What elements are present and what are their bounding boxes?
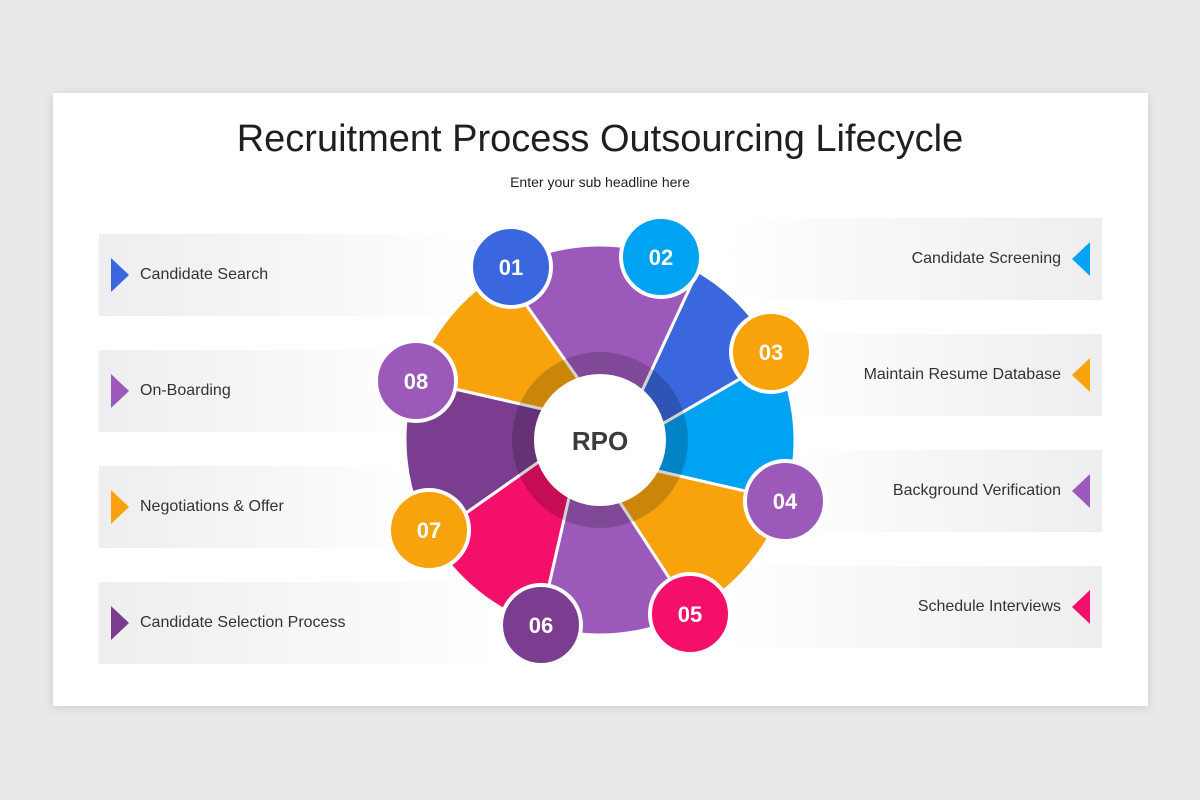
- step-bar-06: Candidate Selection Process: [99, 582, 499, 664]
- step-badge-05: [648, 572, 732, 656]
- triangle-marker-icon: [111, 258, 129, 292]
- step-label-maintain-resume-database: Maintain Resume Database: [863, 366, 1061, 383]
- step-number-02: 02: [649, 245, 673, 270]
- step-number-06: 06: [529, 613, 553, 638]
- step-number-01: 01: [499, 255, 523, 280]
- step-number-04: 04: [773, 489, 798, 514]
- step-badge-06: [499, 583, 583, 667]
- step-label-background-verification: Background Verification: [892, 482, 1061, 499]
- slide-title: Recruitment Process Outsourcing Lifecycl…: [236, 118, 964, 160]
- step-badge-07: [387, 488, 471, 572]
- center-label: RPO: [572, 426, 628, 456]
- cycle-badges: 01 02 03 04 05 06 07 08: [374, 215, 827, 667]
- step-bar-03: Maintain Resume Database: [782, 334, 1102, 416]
- triangle-marker-icon: [1072, 358, 1090, 392]
- step-number-07: 07: [417, 518, 441, 543]
- step-number-08: 08: [404, 369, 428, 394]
- center-circle: [534, 374, 666, 506]
- step-label-on-boarding: On-Boarding: [140, 382, 231, 399]
- step-bar-04: Background Verification: [782, 450, 1102, 532]
- step-label-candidate-search: Candidate Search: [140, 266, 269, 283]
- step-bar-02: Candidate Screening: [722, 218, 1102, 300]
- step-number-05: 05: [678, 602, 702, 627]
- step-number-03: 03: [759, 340, 783, 365]
- step-label-negotiations-offer: Negotiations & Offer: [140, 498, 284, 515]
- triangle-marker-icon: [111, 606, 129, 640]
- step-bar-05: Schedule Interviews: [722, 566, 1102, 648]
- step-bar-08: On-Boarding: [99, 350, 419, 432]
- triangle-marker-icon: [111, 490, 129, 524]
- step-badge-03: [729, 310, 813, 394]
- step-badge-04: [743, 459, 827, 543]
- triangle-marker-icon: [1072, 590, 1090, 624]
- step-bar-01: Candidate Search: [99, 234, 479, 316]
- step-badge-01: [469, 225, 553, 309]
- step-label-candidate-screening: Candidate Screening: [911, 250, 1061, 267]
- triangle-marker-icon: [1072, 474, 1090, 508]
- triangle-marker-icon: [111, 374, 129, 408]
- step-bar-07: Negotiations & Offer: [99, 466, 419, 548]
- step-badge-08: [374, 339, 458, 423]
- step-badge-02: [619, 215, 703, 299]
- step-label-schedule-interviews: Schedule Interviews: [917, 598, 1061, 615]
- slide-subtitle: Enter your sub headline here: [510, 174, 690, 190]
- triangle-marker-icon: [1072, 242, 1090, 276]
- step-label-candidate-selection: Candidate Selection Process: [140, 614, 346, 631]
